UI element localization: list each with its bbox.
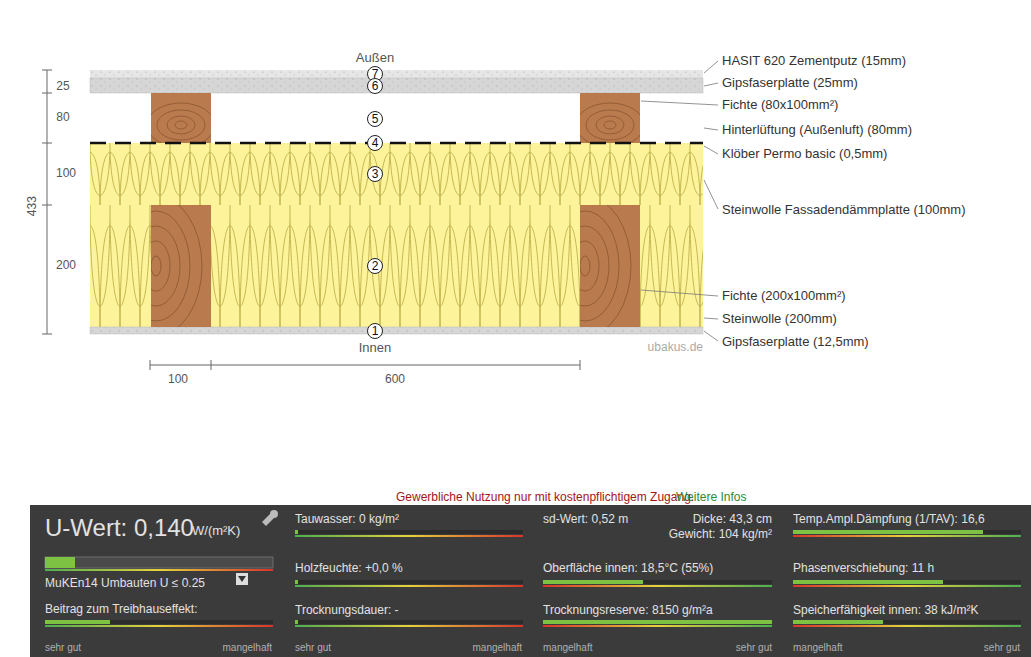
dimension: 100 [168,372,188,386]
dimension: 600 [385,372,405,386]
rating-bar [543,620,772,624]
rating-bar [45,620,273,624]
rating-bar [543,580,772,584]
layer-label: Gipsfaserplatte (12,5mm) [722,334,869,350]
layer-label: Steinwolle Fassadendämmplatte (100mm) [722,202,966,218]
layer-label: Fichte (80x100mm²) [722,97,838,113]
layer-label: Steinwolle (200mm) [722,311,837,327]
layer-label: Klöber Permo basic (0,5mm) [722,146,887,162]
metric: Beitrag zum Treibhauseffekt: [45,602,198,616]
callout-number: 3 [372,168,379,180]
scale: mangelhaft [223,642,272,654]
callout-circle: 3 [367,166,383,182]
rating-bar [295,620,523,624]
metric: Speicherfähigkeit innen: 38 kJ/m²K [793,603,978,617]
watermark: ubakus.de [648,340,703,354]
callout-number: 4 [372,137,379,149]
dimension: 100 [56,166,76,180]
rating-bar [793,580,1021,584]
rating-bar [295,620,298,624]
rating-bar [295,585,523,587]
callout-circle: 6 [367,78,383,94]
callout-number: 2 [372,260,379,272]
metric: sd-Wert: 0,52 m [543,512,628,526]
rating-bars [45,530,1021,627]
scale: sehr gut [45,642,81,654]
leader-lines [641,61,718,341]
result-panel [30,505,1031,657]
callout-circle: 1 [367,323,383,339]
dropdown-icon [236,573,248,585]
rating-bar [793,580,943,584]
rating-bar [295,625,523,627]
notice-link: Weitere Infos [676,490,746,504]
rating-bar [45,620,110,624]
cement-plaster [90,70,703,78]
scale: sehr gut [295,642,331,654]
metric: Temp.Ampl.Dämpfung (1/TAV): 16,6 [793,512,985,526]
rating-bar [793,620,1021,624]
metric: Oberfläche innen: 18,5°C (55%) [543,561,713,575]
callout-circle: 4 [367,135,383,151]
membrane [90,142,703,145]
insulation-board [90,143,703,205]
rating-bar [543,585,772,587]
metric: Trocknungsreserve: 8150 g/m²a [543,603,713,617]
scale: mangelhaft [793,642,842,654]
rating-bar [793,585,1021,587]
callout-circle: 5 [367,111,383,127]
metric: Phasenverschiebung: 11 h [793,561,934,575]
rating-bar [45,625,273,627]
rating-bar [543,580,643,584]
metric: Holzfeuchte: +0,0 % [295,561,403,575]
rating-bar [295,535,523,537]
metric: Trocknungsdauer: - [295,603,399,617]
u-value-bar [45,557,273,568]
callout-number: 5 [372,113,379,125]
notice: Gewerbliche Nutzung nur mit kostenpflich… [396,490,694,504]
rating-bar [295,580,298,584]
rating-bar [543,625,772,627]
dimension-lines [42,70,580,370]
timber [110,93,644,336]
gypsum-board [90,78,703,93]
rating-bar [295,580,523,584]
dimension: 25 [56,79,69,93]
scale: mangelhaft [543,642,592,654]
callout-number: 6 [372,80,379,92]
side-label: Innen [359,340,392,356]
rating-bar [543,620,772,624]
rating-bar [295,530,298,534]
metric: Dicke: 43,3 cm [693,512,772,526]
scale: sehr gut [984,642,1020,654]
callout-number: 1 [372,325,379,337]
metric: Gewicht: 104 kg/m² [669,527,772,541]
gypsum-board-inner [90,327,703,334]
layer-label: Gipsfaserplatte (25mm) [722,75,858,91]
layer-label: HASIT 620 Zementputz (15mm) [722,53,906,69]
rating-bar [793,625,1021,627]
dimension: 200 [56,258,76,272]
rating-bar [793,535,1021,537]
rating-bar [295,530,523,534]
layer-label: Fichte (200x100mm²) [722,288,846,304]
insulation [90,205,703,327]
wrench-icon [262,510,278,526]
dimension: 80 [56,110,69,124]
scale: sehr gut [736,642,772,654]
rating-bar [793,530,983,534]
unit: W/(m²K) [192,523,240,539]
layer-label: Hinterlüftung (Außenluft) (80mm) [722,122,912,138]
side-label: Außen [356,50,394,66]
standard: MuKEn14 Umbauten U ≤ 0.25 [45,576,205,590]
rating-bar [793,620,883,624]
u-value: U-Wert: 0,140 [45,514,194,543]
metric: Tauwasser: 0 kg/m² [295,512,399,526]
rating-bar [793,530,1021,534]
dimension: 433 [25,194,39,218]
scale: mangelhaft [473,642,522,654]
callout-circle: 2 [367,258,383,274]
